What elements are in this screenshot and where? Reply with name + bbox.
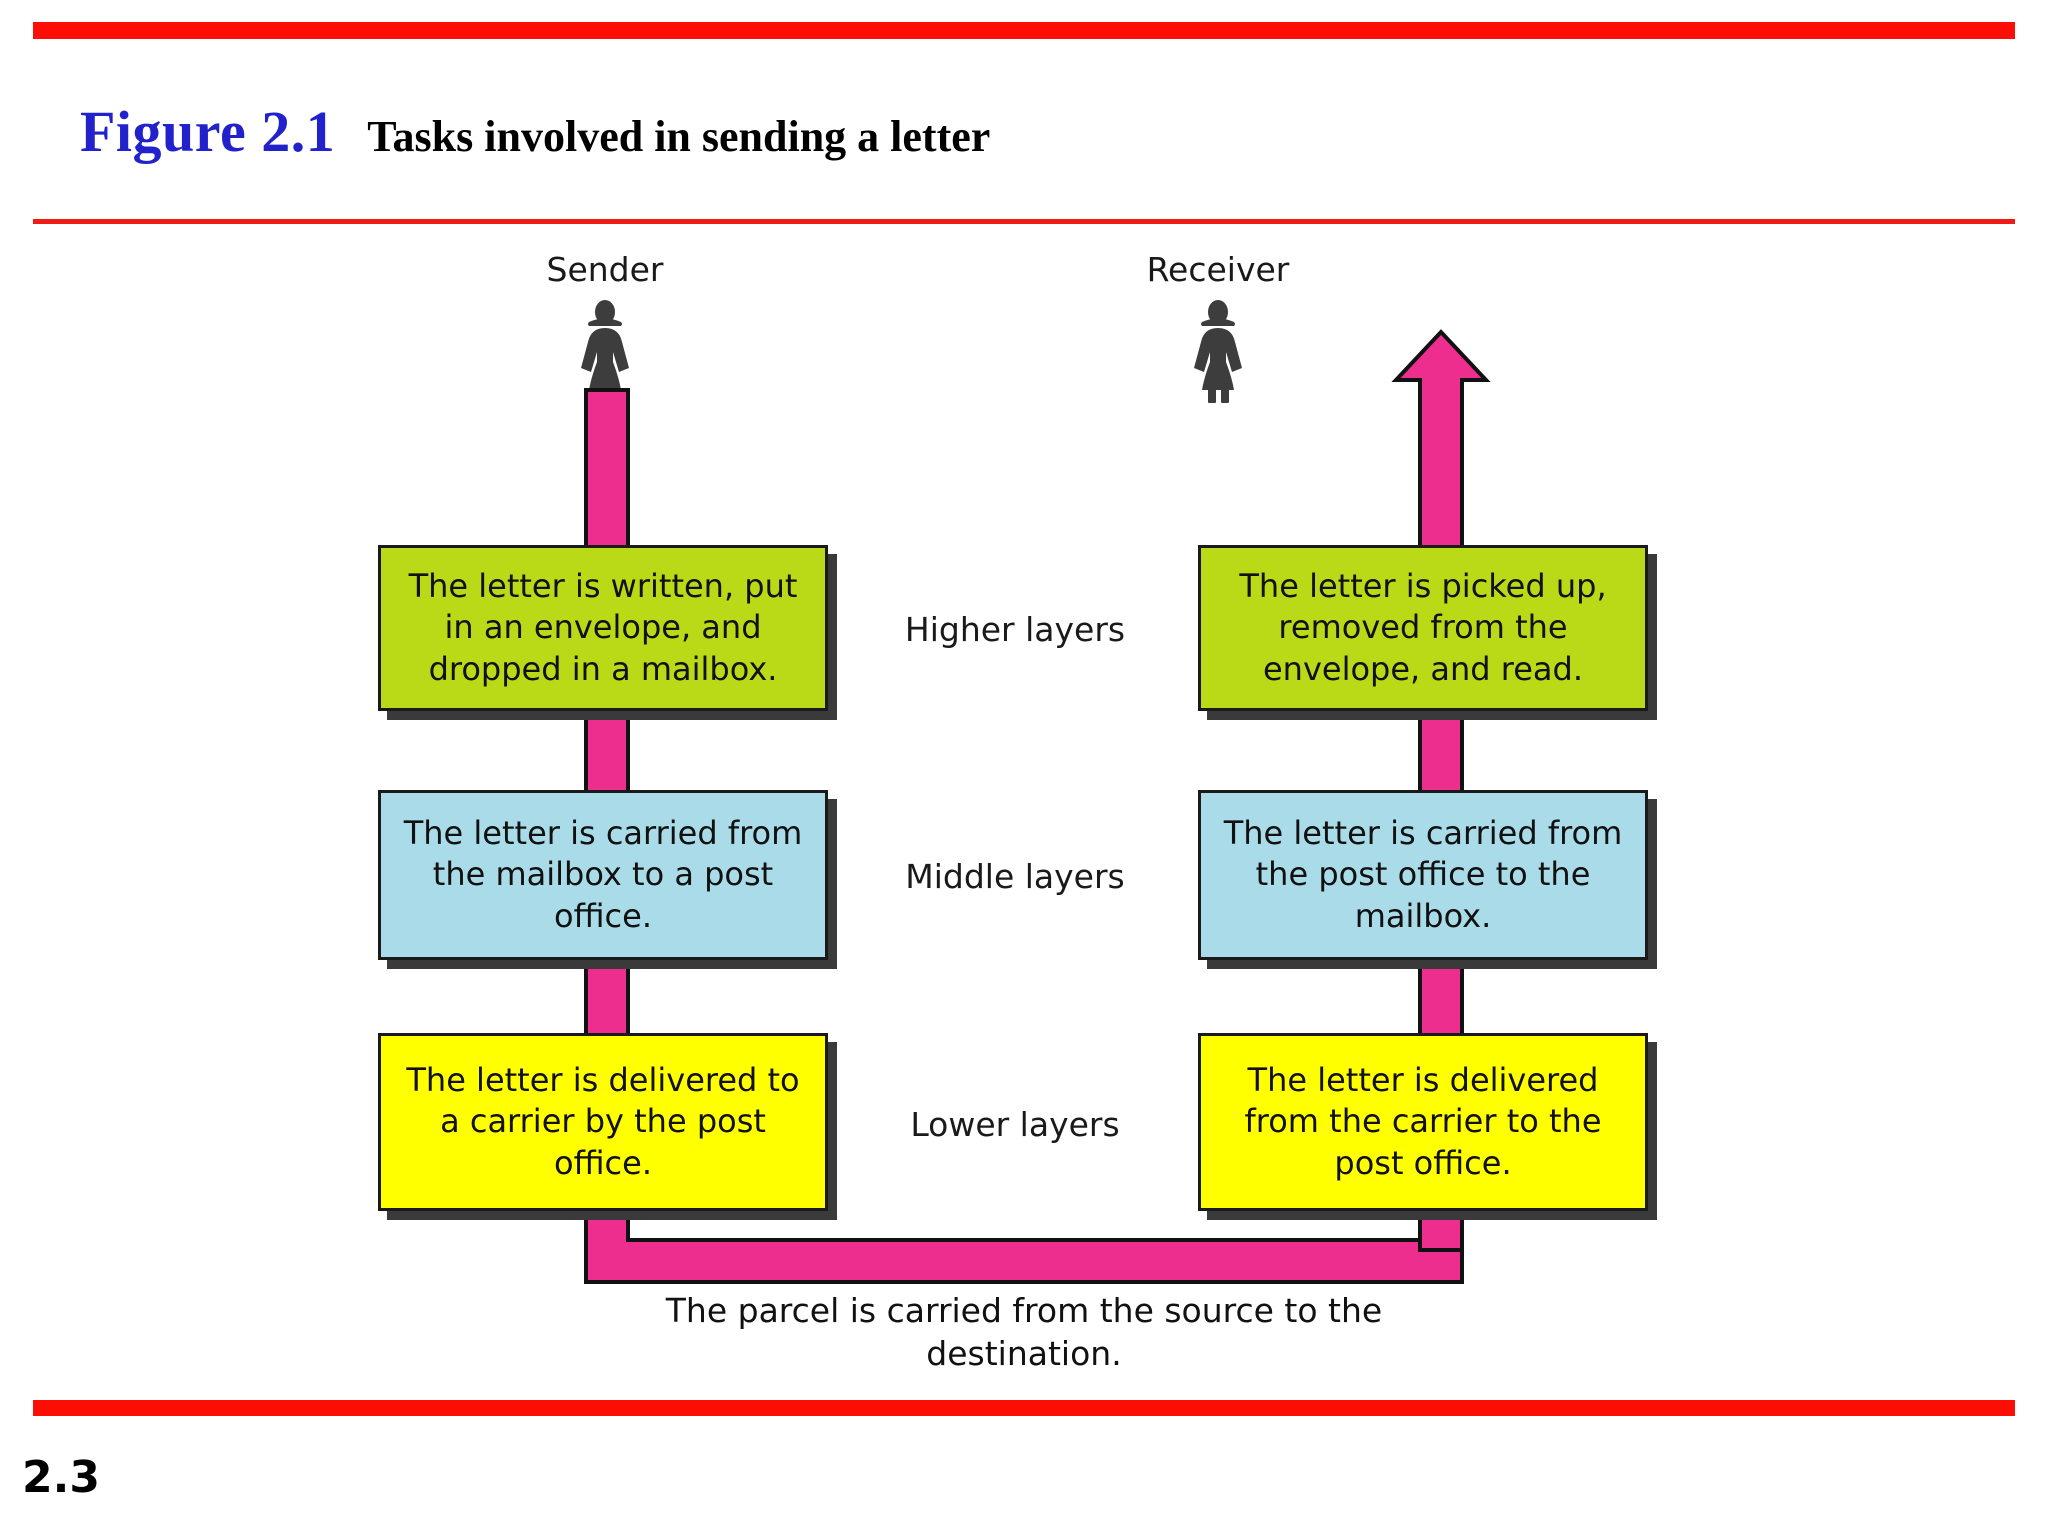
receiver-higher-layer-box[interactable]: The letter is picked up, removed from th… <box>1198 545 1648 711</box>
receiver-middle-layer-box[interactable]: The letter is carried from the post offi… <box>1198 790 1648 960</box>
sender-middle-layer-text: The letter is carried from the mailbox t… <box>403 813 803 935</box>
receiver-person-icon <box>1194 300 1242 403</box>
diagram-canvas: Sender Receiver The letter is written, <box>0 240 2048 1380</box>
layer-label-middle: Middle layers <box>905 857 1125 896</box>
sender-label: Sender <box>546 250 664 289</box>
sender-higher-layer-text: The letter is written, put in an envelop… <box>408 566 798 688</box>
sender-lower-layer-text: The letter is delivered to a carrier by … <box>406 1060 800 1182</box>
layer-label-higher: Higher layers <box>904 610 1126 649</box>
sender-higher-layer-box[interactable]: The letter is written, put in an envelop… <box>378 545 828 711</box>
parcel-caption: The parcel is carried from the source to… <box>665 1291 1383 1373</box>
top-red-rule <box>33 22 2015 39</box>
figure-number: Figure 2.1 <box>80 99 336 164</box>
layer-label-lower: Lower layers <box>910 1105 1120 1144</box>
page-number: 2.3 <box>22 1452 100 1503</box>
sender-lower-layer-box[interactable]: The letter is delivered to a carrier by … <box>378 1033 828 1211</box>
receiver-label: Receiver <box>1146 250 1290 289</box>
message-path-layer <box>584 329 1491 1284</box>
receiver-middle-layer-text: The letter is carried from the post offi… <box>1223 813 1623 935</box>
page-title: Tasks involved in sending a letter <box>367 112 991 161</box>
sender-middle-layer-box[interactable]: The letter is carried from the mailbox t… <box>378 790 828 960</box>
receiver-lower-layer-box[interactable]: The letter is delivered from the carrier… <box>1198 1033 1648 1211</box>
receiver-lower-layer-text: The letter is delivered from the carrier… <box>1244 1060 1602 1182</box>
receiver-higher-layer-text: The letter is picked up, removed from th… <box>1239 566 1607 688</box>
parcel-transfer-path <box>584 1213 1464 1284</box>
bottom-red-rule <box>33 1400 2015 1416</box>
title-underline-rule <box>33 219 2015 224</box>
figure-title-row: Figure 2.1 Tasks involved in sending a l… <box>80 98 990 165</box>
